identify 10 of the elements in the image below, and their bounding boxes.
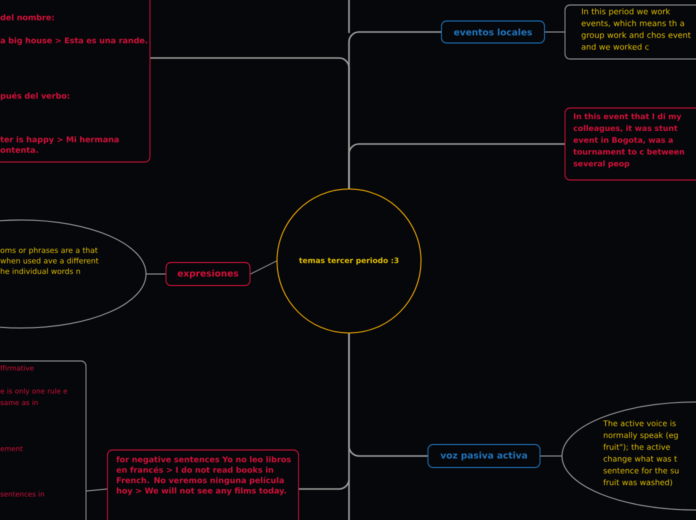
note-box: for negative sentences Yo no leo libros en francés > I do not read books in French. No veremos ninguna película hoy > We will not see any films today. <box>107 450 299 520</box>
topic-box: expresiones <box>166 262 250 286</box>
note-box: In this period we work events, which means th a group work and chos event and we worked c <box>564 4 696 60</box>
topic-box: eventos locales <box>441 20 545 44</box>
connector-line <box>86 488 108 492</box>
connector-line <box>348 334 428 457</box>
note-box: del nombre: a big house > Esta es una rande. pués del verbo: ter is happy > Mi hermana ontenta. <box>0 0 150 162</box>
connector-line <box>250 260 277 274</box>
connector-line <box>348 143 565 188</box>
topic-box: voz pasiva activa <box>428 444 540 468</box>
